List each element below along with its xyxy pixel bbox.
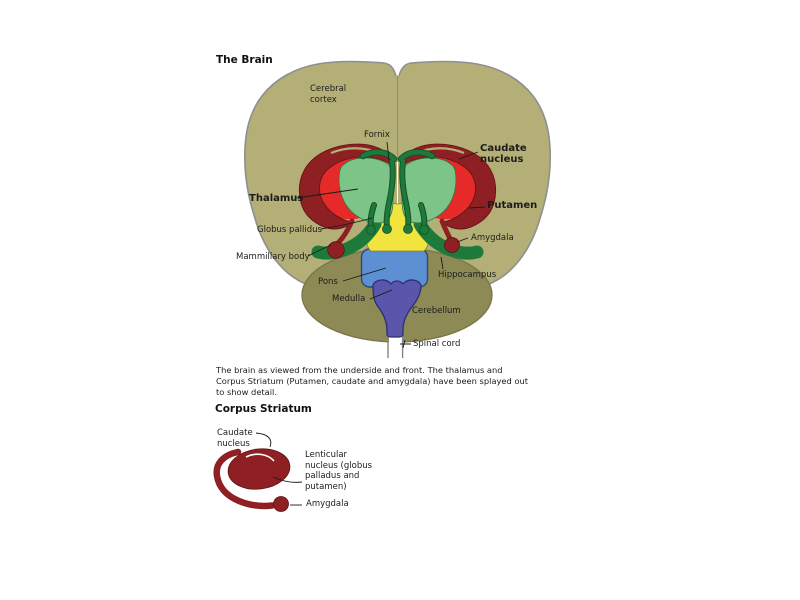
left-thalamus-shape [338,157,394,224]
left-hemisphere-outline [244,60,397,292]
label-medulla: Medulla [332,294,366,304]
label-pons: Pons [318,277,338,287]
label-cerebral-cortex: Cerebral cortex [310,84,347,105]
pons-leader [342,267,387,282]
mammillary-leader [307,244,332,257]
label-globus-pallidus: Globus pallidus [257,225,322,235]
label-thalamus: Thalamus [249,193,304,204]
cs-label-lenticular-nucleus: Lenticular nucleus (globus palladus and … [305,450,373,492]
spinal-cord-leader [400,339,411,349]
caption: The brain as viewed from the underside a… [216,365,529,397]
globus-pallidus-leader [320,217,373,230]
mammillary-body-shape [327,241,345,259]
left-caudate-putamen-shape [298,143,396,230]
label-putamen: Putamen [487,200,538,211]
main-title: The Brain [216,54,273,66]
label-cerebellum: Cerebellum [412,306,461,316]
cs-caudate-leader [255,432,272,448]
caudate-leader [458,151,479,160]
cs-amygdala-shape [273,496,289,512]
corpus-striatum-shape [213,432,303,512]
thalamus-leader [296,188,359,199]
fornix-bulbs [366,224,429,235]
putamen-leader [468,206,486,209]
label-amygdala: Amygdala [471,233,514,243]
cs-lenticular-highlight [245,453,275,462]
cs-lenticular-shape [227,448,291,490]
label-hippocampus: Hippocampus [438,270,497,280]
label-mammillary-body: Mammillary body [236,252,310,262]
cs-label-caudate-nucleus: Caudate nucleus [217,428,253,449]
cs-caudate-tail [213,448,276,510]
medulla-shape [372,279,422,338]
right-thalamus-shape [401,157,457,224]
label-spinal-cord: Spinal cord [413,339,461,349]
amygdala-shape [444,237,460,253]
leader-lines [296,141,486,349]
fornix-leader [386,141,390,161]
hippocampus-leader [440,256,444,270]
spinal-cord-shape [387,336,404,358]
label-fornix: Fornix [364,130,390,140]
label-caudate-nucleus: Caudate nucleus [480,143,527,165]
right-hemisphere-outline [398,60,551,292]
cs-label-amygdala: Amygdala [306,499,349,509]
amygdala-leader [456,237,469,243]
corpus-striatum-heading: Corpus Striatum [215,403,312,415]
medulla-leader [369,289,393,300]
cs-lenticular-leader [272,476,303,483]
